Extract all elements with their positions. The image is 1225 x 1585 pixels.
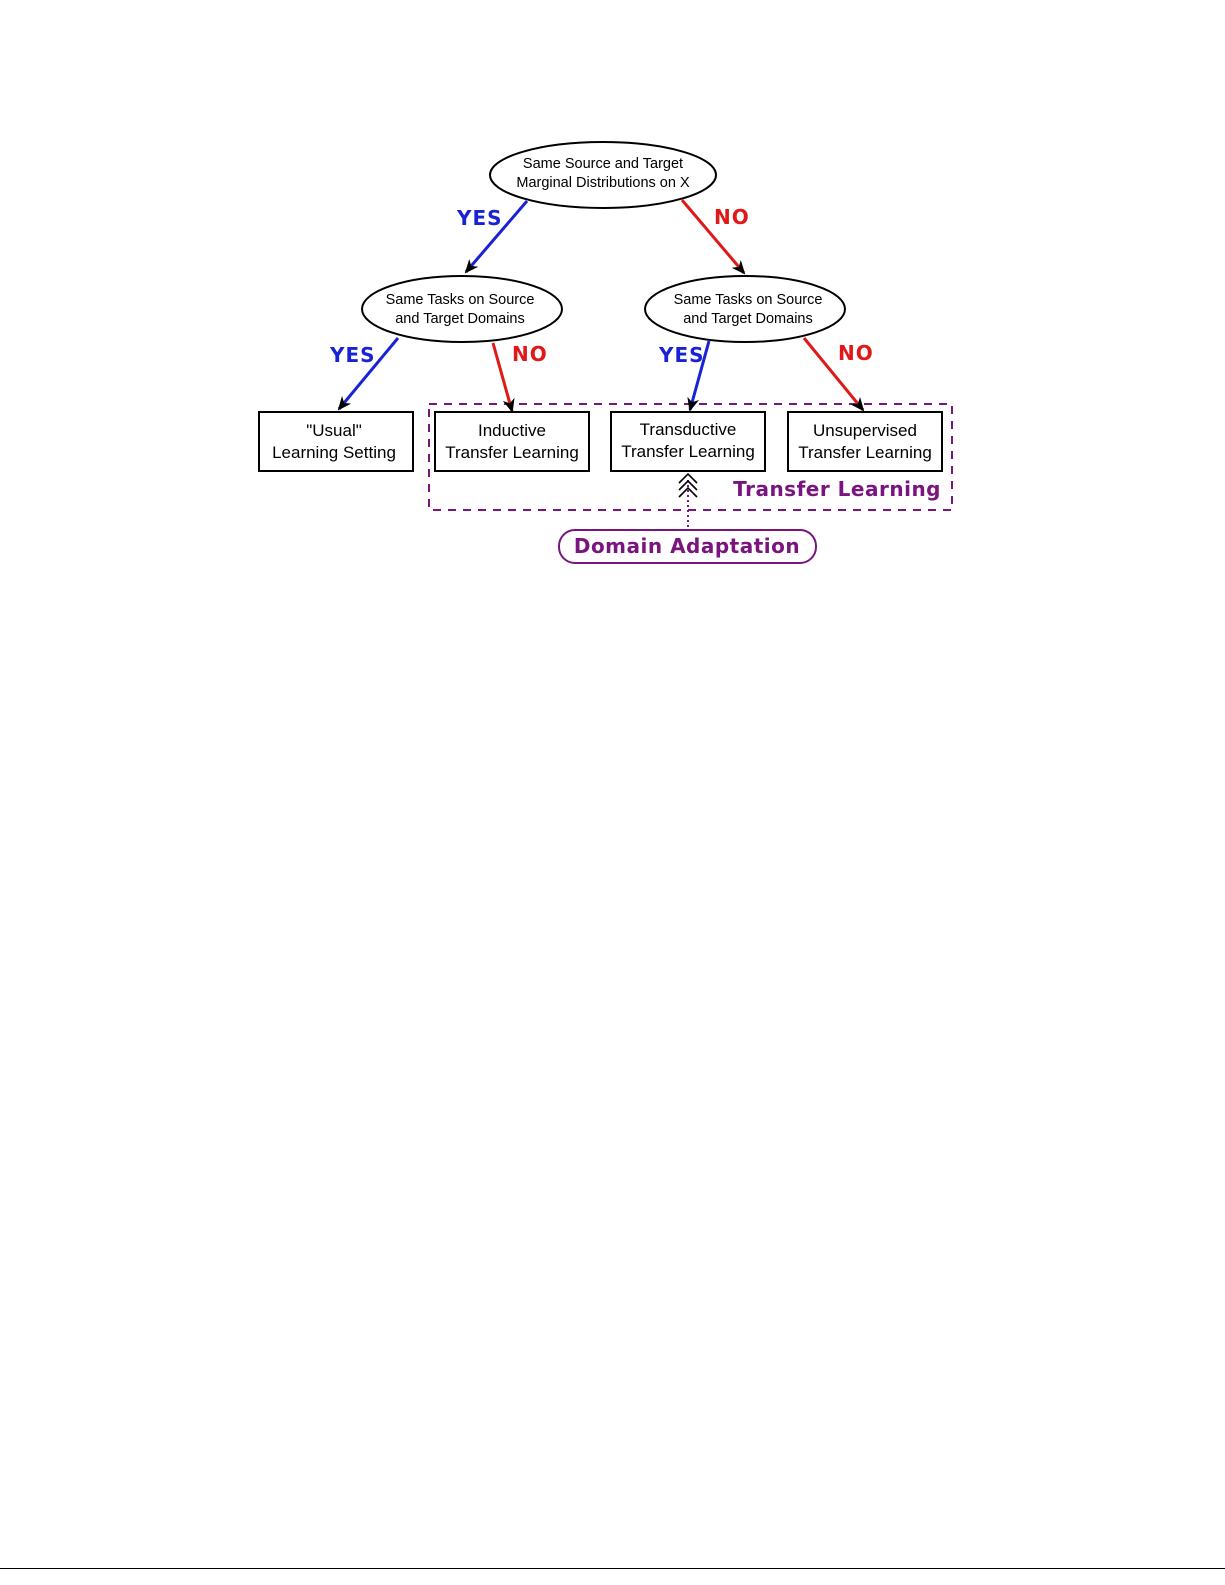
leaf-inductive-line2: Transfer Learning [445,443,579,462]
leaf-usual-line2: Learning Setting [272,443,396,462]
leaf-unsupervised-line1: Unsupervised [813,421,917,440]
leaf-transductive-line1: Transductive [640,420,737,439]
edge-left-yes [337,337,400,411]
leaf-usual-line1: "Usual" [306,421,362,440]
right-question-line2: and Target Domains [683,311,813,327]
label-right-yes: YES [658,343,705,367]
edge-root-yes [464,200,529,274]
double-chevron-icon [678,472,698,498]
leaf-unsupervised-box [787,411,943,472]
root-question-line2: Marginal Distributions on X [516,175,690,191]
page-bottom-rule [0,1568,1225,1569]
edge-right-yes [687,340,711,412]
leaf-transductive-line2: Transfer Learning [621,442,755,461]
leaf-unsupervised-line2: Transfer Learning [798,443,932,462]
label-left-no: NO [512,342,548,366]
root-question-line1: Same Source and Target [523,156,683,172]
left-question-line2: and Target Domains [395,311,525,327]
domain-adaptation-label: Domain Adaptation [574,534,800,558]
edge-root-no [680,199,746,275]
leaf-inductive-line1: Inductive [478,421,546,440]
leaf-transductive-box [610,411,766,472]
left-question-ellipse [361,275,563,343]
right-question-line1: Same Tasks on Source [674,292,823,308]
root-question-ellipse [489,141,717,209]
label-root-no: NO [714,205,750,229]
left-question-line1: Same Tasks on Source [386,292,535,308]
edge-right-no [802,337,865,412]
label-left-yes: YES [329,343,376,367]
leaf-inductive-box [434,411,590,472]
domain-adaptation-pill [558,529,817,564]
right-question-ellipse [644,275,846,343]
label-right-no: NO [838,341,874,365]
leaf-usual-box [258,411,414,472]
transfer-learning-label: Transfer Learning [733,477,941,501]
edge-left-no [491,342,515,413]
label-root-yes: YES [456,206,503,230]
